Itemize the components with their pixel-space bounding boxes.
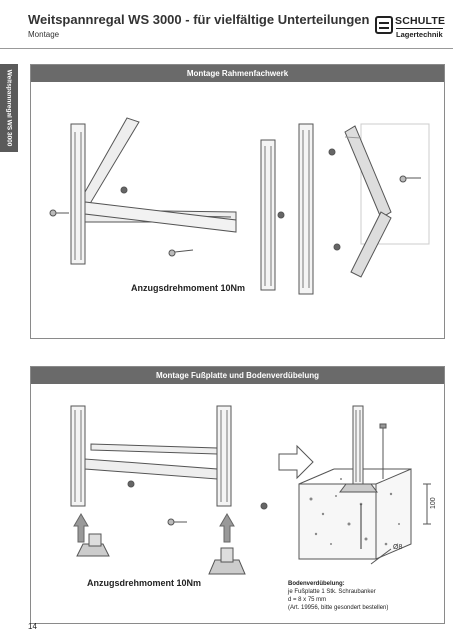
section-title: Montage Rahmenfachwerk <box>31 65 444 82</box>
page-number: 14 <box>28 622 37 631</box>
torque-label-base: Anzugsdrehmoment 10Nm <box>87 578 202 588</box>
logo-icon <box>375 16 393 34</box>
torque-label-frame: Anzugsdrehmoment 10Nm <box>131 283 246 293</box>
logo-name: SCHULTE <box>395 15 446 27</box>
logo-tagline: Lagertechnik <box>396 28 443 39</box>
company-logo: SCHULTE Lagertechnik <box>375 14 445 46</box>
base-plate-illustration: 100 Ø8 <box>70 405 437 575</box>
anchor-note: Bodenverdübelung: je Fußplatte 1 Stk. Sc… <box>288 580 388 612</box>
page-subtitle: Montage <box>28 30 60 39</box>
dimension-diameter-label: Ø8 <box>393 544 402 551</box>
anchor-note-line: (Art. 19956, bitte gesondert bestellen) <box>288 605 389 611</box>
section-frame-assembly: Montage Rahmenfachwerk <box>30 64 445 339</box>
dimension-height-label: 100 <box>430 497 437 509</box>
page-title: Weitspannregal WS 3000 - für vielfältige… <box>28 12 370 27</box>
frame-assembly-illustration <box>49 117 430 295</box>
anchor-note-title: Bodenverdübelung: <box>288 581 345 587</box>
section-base-plate: Montage Fußplatte und Bodenverdübelung <box>30 366 445 624</box>
section-title: Montage Fußplatte und Bodenverdübelung <box>31 367 444 384</box>
anchor-note-line: je Fußplatte 1 Stk. Schraubanker <box>288 589 376 595</box>
side-tab-label: Weitspannregal WS 3000 <box>5 69 13 147</box>
header-divider <box>0 48 453 49</box>
anchor-note-line: d = 8 x 75 mm <box>288 597 327 603</box>
side-tab: Weitspannregal WS 3000 <box>0 64 18 152</box>
